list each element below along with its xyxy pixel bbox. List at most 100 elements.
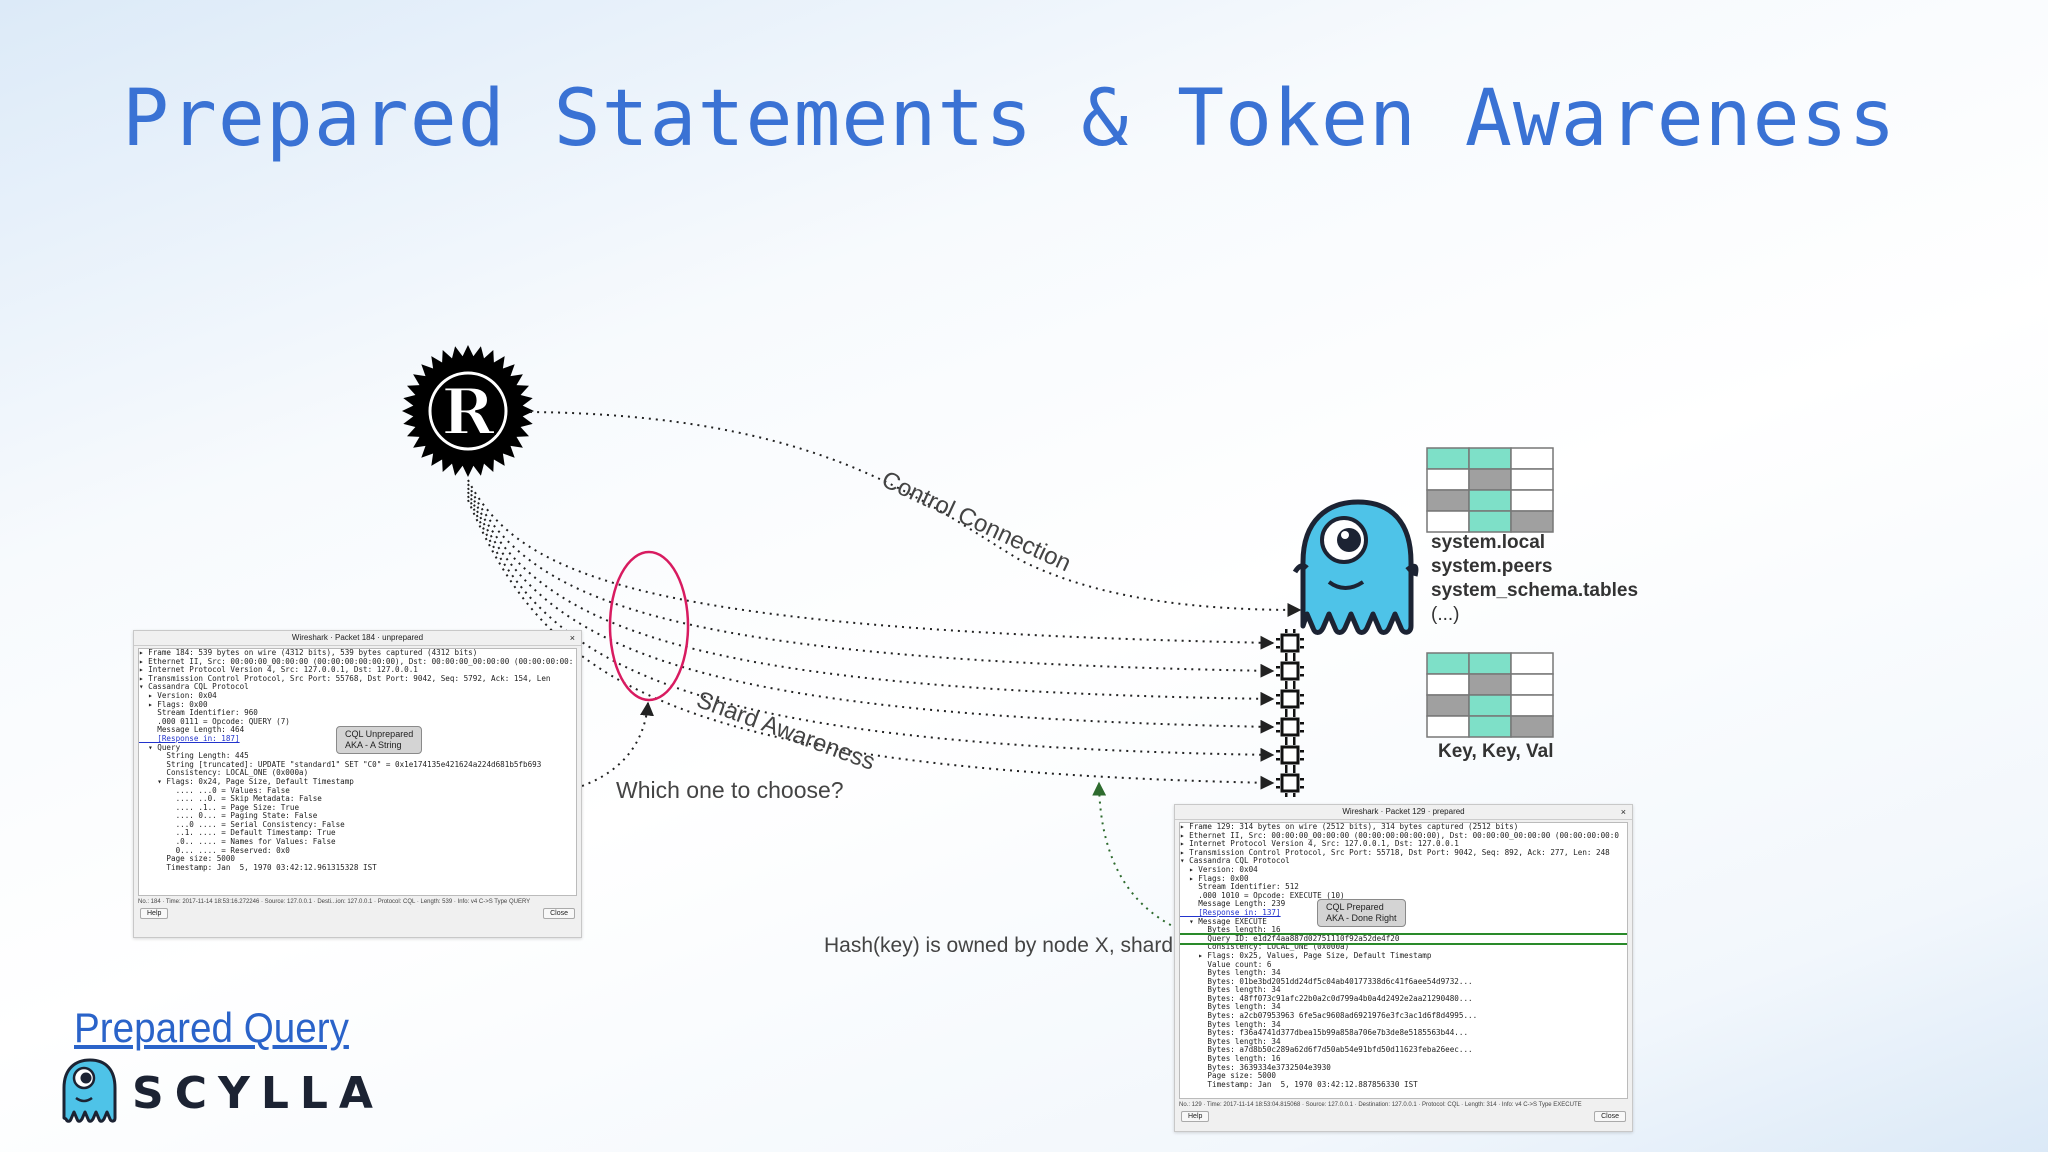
packet-field-line[interactable]: .000 1010 = Opcode: EXECUTE (10) — [1180, 890, 1345, 900]
packet-field-line[interactable]: String Length: 445 — [139, 751, 249, 761]
shard-chip-pin — [1300, 694, 1304, 697]
window-title-text: Wireshark · Packet 184 · unprepared — [291, 633, 424, 642]
shard-chip-pin — [1276, 694, 1280, 697]
table-cell — [1468, 468, 1512, 491]
packet-field-line[interactable]: Stream Identifier: 512 — [1180, 882, 1299, 892]
packet-field-line[interactable]: Bytes length: 34 — [1180, 1002, 1281, 1012]
packet-field-line[interactable]: Page size: 5000 — [1180, 1071, 1277, 1081]
packet-field-line[interactable]: ▸ Flags: 0x25, Values, Page Size, Defaul… — [1180, 950, 1432, 960]
packet-field-line[interactable]: ▸ Flags: 0x00 — [1180, 873, 1249, 883]
packet-field-line[interactable]: Message Length: 464 — [139, 725, 245, 735]
packet-field-line[interactable]: String [truncated]: UPDATE "standard1" S… — [139, 759, 542, 769]
shard-chip-pin — [1300, 646, 1304, 649]
packet-field-line[interactable]: ▸ Internet Protocol Version 4, Src: 127.… — [139, 665, 418, 675]
packet-field-line[interactable]: Value count: 6 — [1180, 959, 1272, 969]
packet-field-line[interactable]: [Response in: 137] — [1180, 907, 1281, 917]
packet-field-line[interactable]: ...0 .... = Serial Consistency: False — [139, 819, 345, 829]
packet-field-line[interactable]: Consistency: LOCAL_ONE (0x000a) — [139, 768, 309, 778]
packet-field-line[interactable]: Bytes: 3639334e3732504e3930 — [1180, 1062, 1331, 1072]
shard-chip-icon — [1280, 689, 1300, 709]
table-cell — [1468, 652, 1512, 675]
packet-field-line[interactable]: Message Length: 239 — [1180, 899, 1286, 909]
packet-field-line[interactable]: .... ...0 = Values: False — [139, 785, 290, 795]
packet-field-line[interactable]: .000 0111 = Opcode: QUERY (7) — [139, 716, 290, 726]
packet-field-line[interactable]: ▸ Version: 0x04 — [139, 690, 217, 700]
table-cell — [1468, 715, 1512, 738]
packet-field-line[interactable]: ▾ Flags: 0x24, Page Size, Default Timest… — [139, 776, 354, 786]
packet-field-line[interactable]: Bytes length: 34 — [1180, 985, 1281, 995]
packet-field-line[interactable]: Bytes length: 16 — [1180, 925, 1281, 935]
packet-field-line[interactable]: Timestamp: Jan 5, 1970 03:42:12.96131532… — [139, 862, 377, 872]
packet-field-line[interactable]: ▸ Flags: 0x00 — [139, 699, 208, 709]
control-connection-line — [529, 411, 1302, 617]
packet-field-line[interactable]: [Response in: 187] — [139, 733, 240, 743]
packet-field-line[interactable]: ▸ Transmission Control Protocol, Src Por… — [139, 673, 551, 683]
packet-field-line[interactable]: Bytes: a7d8b50c289a62d6f7d50ab54e91bfd50… — [1180, 1045, 1473, 1055]
close-button[interactable]: Close — [1594, 1111, 1626, 1122]
packet-field-line[interactable]: Bytes: a2cb07953963 6fe5ac9608ad6921976e… — [1180, 1011, 1478, 1021]
packet-field-line[interactable]: Bytes: 01be3bd2051dd24df5c04ab40177338d6… — [1180, 976, 1473, 986]
shard-chip-pin — [1285, 793, 1288, 797]
status-bar: No.: 129 · Time: 2017-11-14 18:53:04.815… — [1179, 1102, 1582, 1108]
packet-field-line[interactable]: Consistency: LOCAL_ONE (0x000a) — [1180, 942, 1350, 952]
packet-field-line[interactable]: Timestamp: Jan 5, 1970 03:42:12.88785633… — [1180, 1079, 1418, 1089]
packet-detail-pane[interactable]: ▸ Frame 129: 314 bytes on wire (2512 bit… — [1179, 822, 1628, 1099]
packet-field-line[interactable]: Stream Identifier: 960 — [139, 708, 258, 718]
packet-detail-pane[interactable]: ▸ Frame 184: 539 bytes on wire (4312 bit… — [138, 648, 577, 896]
packet-field-line[interactable]: Page size: 5000 — [139, 854, 236, 864]
system-table-item: system_schema.tables — [1431, 580, 1639, 601]
packet-field-line[interactable]: ▸ Ethernet II, Src: 00:00:00_00:00:00 (0… — [139, 656, 574, 666]
shard-chip-pin — [1285, 685, 1288, 689]
packet-field-line[interactable]: Bytes length: 34 — [1180, 1036, 1281, 1046]
table-cell — [1510, 673, 1554, 696]
window-title: Wireshark · Packet 129 · prepared × — [1175, 805, 1632, 820]
packet-field-line[interactable]: ▸ Frame 129: 314 bytes on wire (2512 bit… — [1180, 822, 1519, 831]
help-button[interactable]: Help — [1181, 1111, 1210, 1122]
choice-ellipse — [608, 550, 690, 702]
packet-field-line[interactable]: Bytes length: 16 — [1180, 1054, 1281, 1064]
packet-field-line[interactable]: .... 0... = Paging State: False — [139, 811, 318, 821]
packet-field-line[interactable]: ▸ Internet Protocol Version 4, Src: 127.… — [1180, 839, 1459, 849]
packet-field-line[interactable]: Query ID: e1d2f4aa887d02751110f92a52de4f… — [1180, 932, 1627, 946]
close-icon[interactable]: × — [1620, 807, 1626, 817]
prepared-query-link[interactable]: Prepared Query — [74, 1004, 349, 1051]
wireshark-prepared-window: Wireshark · Packet 129 · prepared × ▸ Fr… — [1174, 804, 1633, 1132]
close-button[interactable]: Close — [543, 908, 575, 919]
shard-chip-pin — [1285, 653, 1288, 657]
packet-field-line[interactable]: Bytes: f36a4741d377dbea15b99a858a706e7b3… — [1180, 1028, 1469, 1038]
help-button[interactable]: Help — [140, 908, 169, 919]
packet-field-line[interactable]: .... .1.. = Page Size: True — [139, 802, 300, 812]
table-cell — [1510, 652, 1554, 675]
packet-field-line[interactable]: ▸ Transmission Control Protocol, Src Por… — [1180, 847, 1610, 857]
window-title-text: Wireshark · Packet 129 · prepared — [1342, 807, 1465, 816]
packet-field-line[interactable]: ▸ Version: 0x04 — [1180, 864, 1258, 874]
cql-unprepared-callout: CQL Unprepared AKA - A String — [336, 726, 423, 754]
table-cell — [1426, 694, 1470, 717]
packet-field-line[interactable]: ▾ Query — [139, 742, 181, 752]
packet-field-line[interactable]: ▾ Cassandra CQL Protocol — [139, 682, 249, 692]
key-value-table-grid — [1426, 652, 1554, 738]
packet-field-line[interactable]: ▸ Ethernet II, Src: 00:00:00_00:00:00 (0… — [1180, 830, 1619, 840]
close-icon[interactable]: × — [569, 633, 575, 643]
table-cell — [1468, 447, 1512, 470]
packet-field-line[interactable]: ▾ Message EXECUTE — [1180, 916, 1267, 926]
which-one-arrow — [581, 701, 654, 787]
callout-line: AKA - A String — [345, 740, 402, 750]
packet-field-line[interactable]: Bytes length: 34 — [1180, 968, 1281, 978]
packet-field-line[interactable]: .... ..0. = Skip Metadata: False — [139, 794, 322, 804]
packet-field-line[interactable]: Bytes: 48ff073c91afc22b0a2c0d799a4b0a4d2… — [1180, 993, 1473, 1003]
table-cell — [1468, 694, 1512, 717]
table-cell — [1426, 510, 1470, 533]
packet-field-line[interactable]: 0... .... = Reserved: 0x0 — [139, 845, 290, 855]
packet-field-line[interactable]: ..1. .... = Default Timestamp: True — [139, 828, 336, 838]
shard-chip-icon — [1280, 773, 1300, 793]
packet-field-line[interactable]: Bytes length: 34 — [1180, 1019, 1281, 1029]
packet-field-line[interactable]: ▸ Frame 184: 539 bytes on wire (4312 bit… — [139, 648, 478, 657]
shard-chip-pin — [1300, 674, 1304, 677]
table-cell — [1510, 447, 1554, 470]
callout-line: CQL Prepared — [1326, 902, 1384, 912]
packet-field-line[interactable]: ▾ Cassandra CQL Protocol — [1180, 856, 1290, 866]
cql-prepared-callout: CQL Prepared AKA - Done Right — [1317, 899, 1406, 927]
packet-field-line[interactable]: .0.. .... = Names for Values: False — [139, 837, 336, 847]
shard-chip-pin — [1293, 713, 1296, 717]
